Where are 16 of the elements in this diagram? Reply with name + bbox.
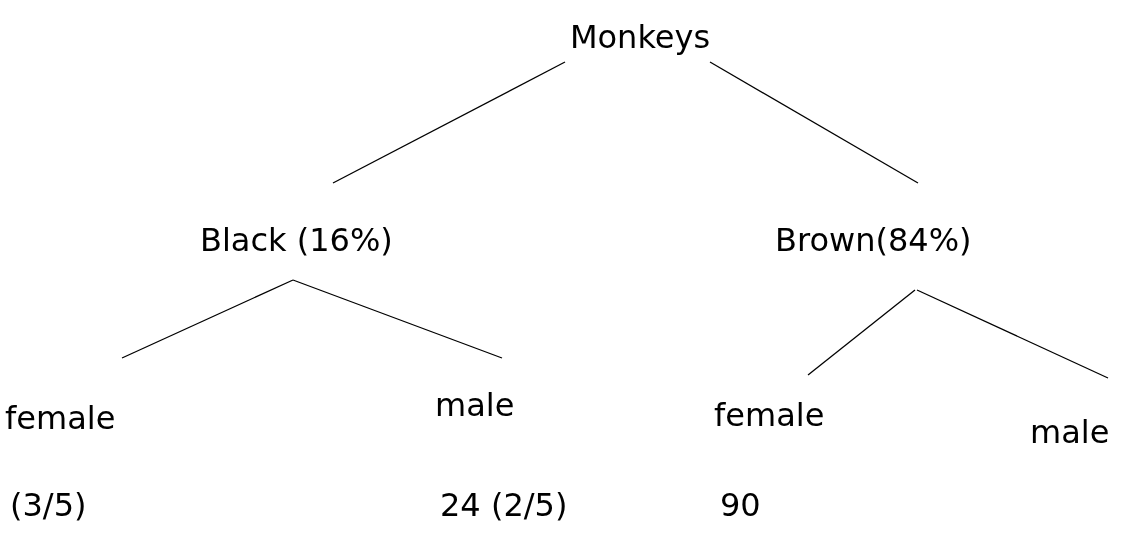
node-label: Black (16%) <box>200 220 393 260</box>
node-label: Brown(84%) <box>775 220 972 260</box>
tree-branch-line <box>709 61 919 184</box>
tree-branch-line <box>332 61 566 184</box>
node-label: male <box>435 385 515 425</box>
node-label: Monkeys <box>569 17 711 57</box>
tree-branch-line <box>121 279 294 359</box>
count-label: 90 <box>720 485 761 525</box>
count-label: 24 (2/5) <box>440 485 568 525</box>
node-label: male <box>1030 412 1110 452</box>
node-label: female <box>714 395 825 435</box>
node-label: female <box>5 398 116 438</box>
tree-branch-line <box>807 289 916 376</box>
tree-branch-line <box>292 279 503 359</box>
tree-branch-line <box>916 289 1109 379</box>
count-label: (3/5) <box>10 485 87 525</box>
